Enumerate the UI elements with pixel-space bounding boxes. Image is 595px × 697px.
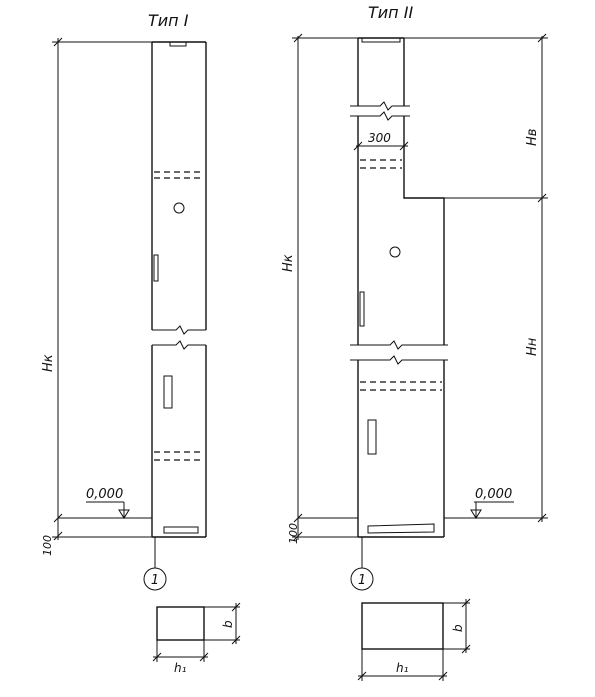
type1-drawing: Тип I Нк 0,000 100 1 bbox=[41, 11, 241, 675]
type1-break-lower bbox=[152, 340, 206, 350]
type2-break-top bbox=[350, 101, 410, 111]
type1-offset-label: 100 bbox=[41, 535, 54, 556]
type2-drawing: Тип II 300 Нк Нв Нн 0,000 bbox=[281, 3, 548, 681]
type2-level-arrow bbox=[470, 509, 482, 519]
type1-offset-tick bbox=[53, 531, 63, 541]
type1-level-leader bbox=[86, 501, 125, 518]
type2-column-top bbox=[357, 37, 405, 106]
type2-offset-label: 100 bbox=[287, 523, 300, 544]
type1-break-upper bbox=[152, 325, 206, 335]
type2-crane-dashed bbox=[360, 381, 442, 391]
type1-section-depth-label: b bbox=[221, 620, 235, 628]
type2-width-label: 300 bbox=[368, 131, 391, 145]
type2-offset-tick bbox=[293, 531, 303, 541]
type2-section-width-ticks bbox=[357, 671, 448, 681]
type2-section-depth-ticks bbox=[461, 598, 471, 654]
type2-axis-number: 1 bbox=[358, 573, 366, 588]
type1-level-label: 0,000 bbox=[86, 487, 123, 502]
type1-axis-marker bbox=[143, 567, 167, 591]
type1-console-dashed bbox=[154, 171, 204, 179]
type2-column-lower bbox=[357, 360, 445, 538]
type1-embedded-plate bbox=[153, 254, 159, 282]
type1-section-width-dim bbox=[153, 640, 208, 662]
type1-plate-lower bbox=[163, 375, 173, 409]
type1-column-lower bbox=[151, 345, 207, 538]
type2-column-middle bbox=[357, 116, 445, 345]
type2-axis-marker bbox=[350, 567, 374, 591]
type2-base-plate bbox=[367, 523, 435, 534]
type1-section-depth-dim bbox=[204, 603, 240, 644]
type2-break-mid bbox=[350, 340, 448, 350]
type2-height-dim-line bbox=[292, 36, 358, 522]
type1-title: Тип I bbox=[148, 11, 189, 30]
type2-height-label: Нк bbox=[281, 254, 296, 272]
type2-upper-height-label: Нв bbox=[525, 129, 540, 146]
type2-section-depth-label: b bbox=[451, 624, 465, 632]
type1-slab-dashed bbox=[154, 451, 204, 461]
type2-section-width-label: h₁ bbox=[396, 661, 409, 675]
type2-level-label: 0,000 bbox=[475, 487, 512, 502]
type1-section-width-label: h₁ bbox=[174, 661, 187, 675]
type1-offset-dim bbox=[52, 522, 152, 540]
type2-break-mid2 bbox=[350, 355, 448, 365]
type2-width-ticks bbox=[353, 141, 409, 151]
type1-top-notch bbox=[169, 42, 187, 47]
type2-right-dim-lines bbox=[404, 36, 548, 522]
type2-embedded-plate bbox=[359, 291, 365, 327]
type2-break-top2 bbox=[350, 111, 410, 121]
type1-axis-number: 1 bbox=[151, 573, 159, 588]
type1-base-plate bbox=[163, 526, 199, 534]
type2-offset-dim bbox=[292, 522, 358, 540]
type2-hole bbox=[389, 246, 401, 258]
type1-section bbox=[156, 606, 205, 641]
type2-lower-height-label: Нн bbox=[525, 337, 540, 356]
type2-console-dashed bbox=[360, 159, 402, 169]
type2-section bbox=[361, 602, 444, 650]
type1-section-width-ticks bbox=[152, 652, 209, 662]
type2-title: Тип II bbox=[368, 3, 413, 22]
type1-height-dim-line bbox=[52, 38, 152, 522]
type1-column-upper bbox=[151, 41, 207, 330]
type1-hole bbox=[173, 202, 185, 214]
type2-plate-lower bbox=[367, 419, 377, 455]
type1-height-label: Нк bbox=[41, 354, 56, 372]
type2-top-notch bbox=[361, 38, 401, 43]
type1-level-arrow bbox=[118, 509, 130, 519]
type1-section-depth-ticks bbox=[231, 602, 241, 645]
